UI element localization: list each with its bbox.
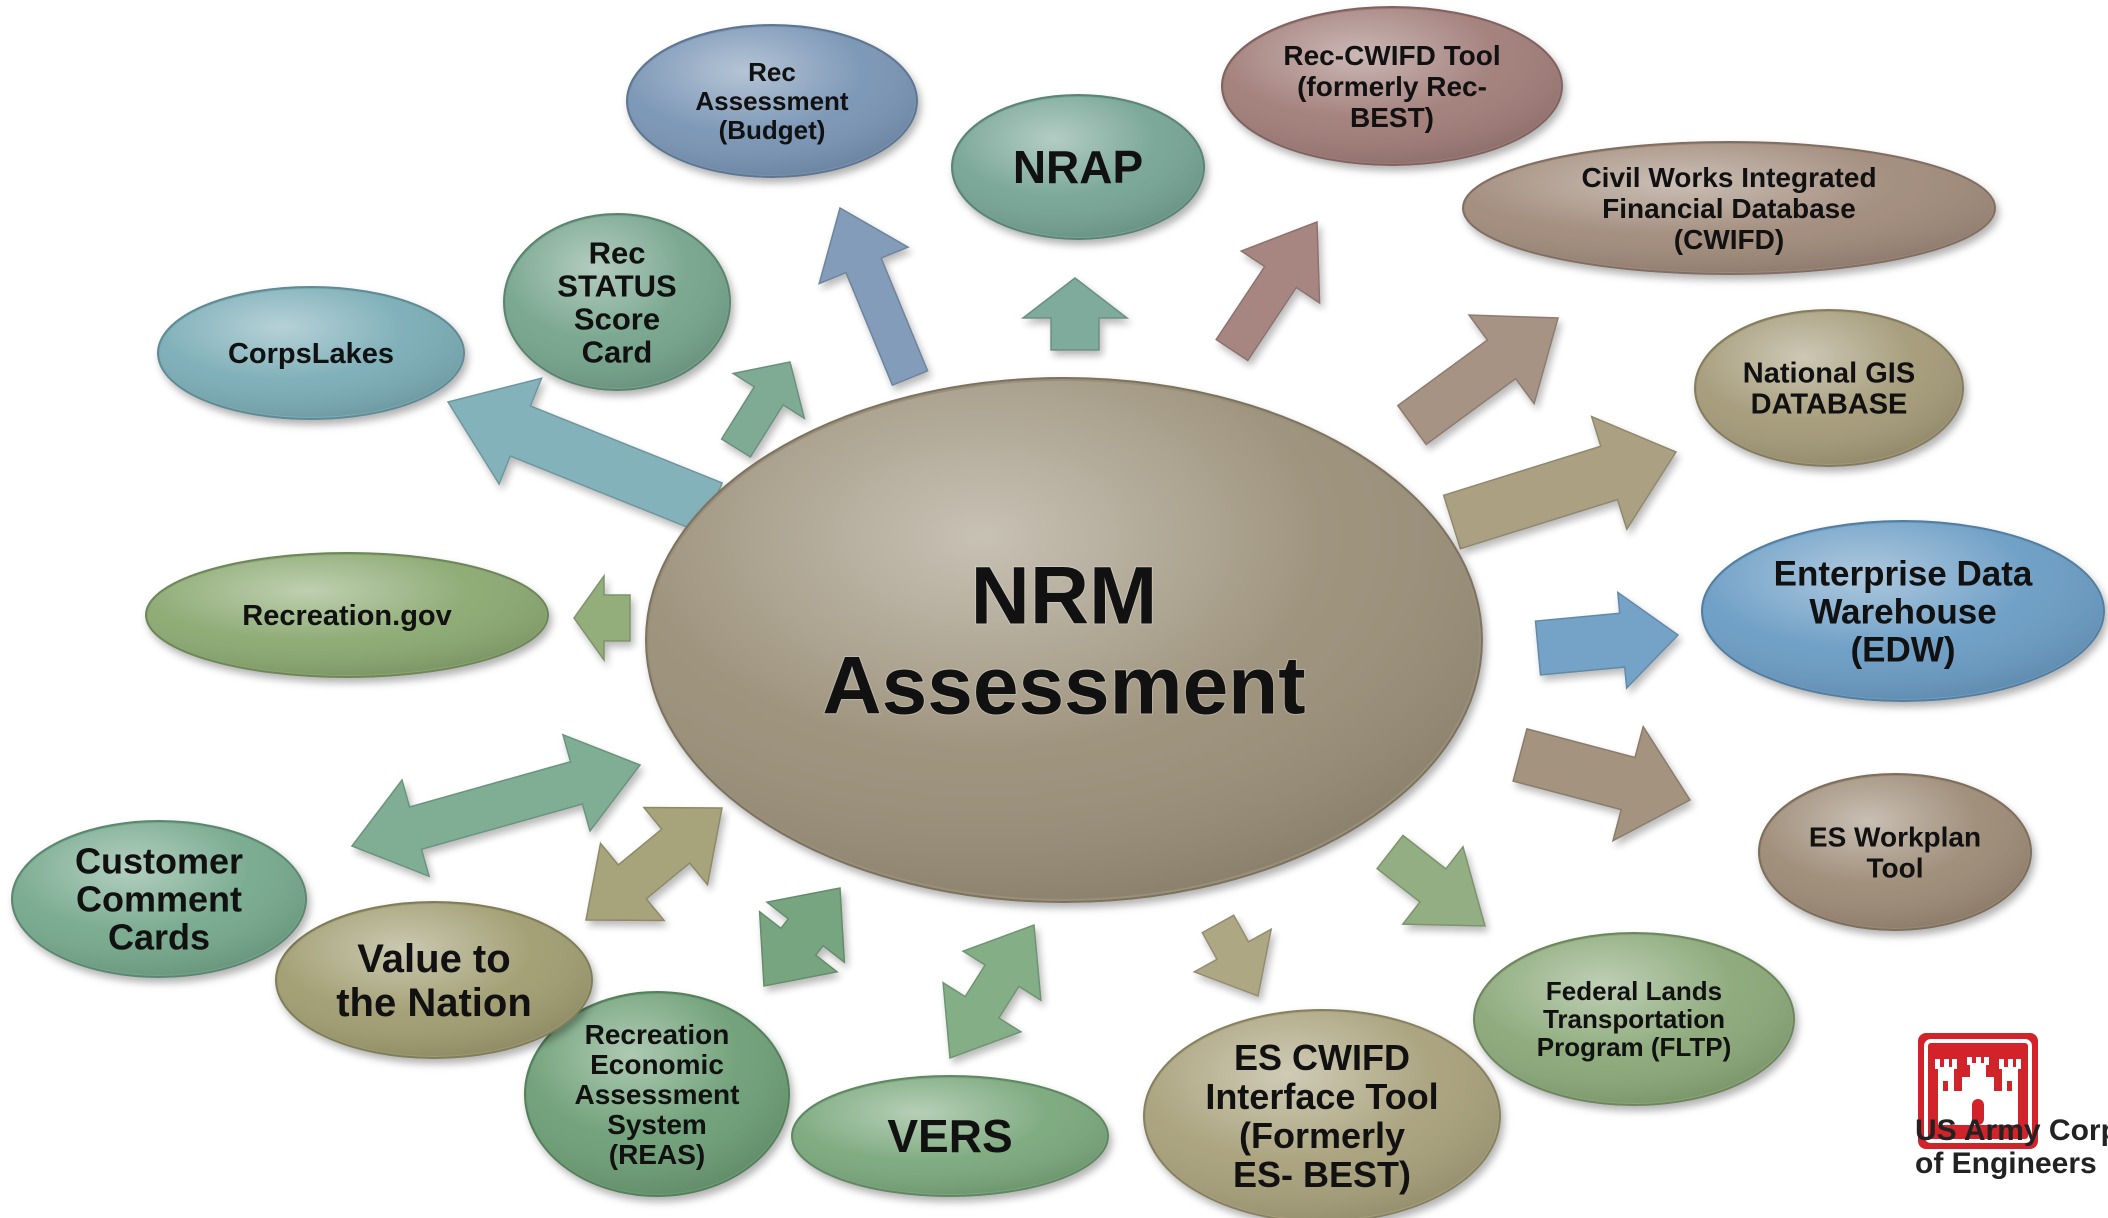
node-label-es-cwifd-interface-tool-line-2: Interface Tool: [1205, 1076, 1438, 1117]
node-label-customer-comment-cards-line-3: Cards: [108, 917, 210, 958]
node-label-reas-line-3: Assessment: [575, 1079, 740, 1110]
node-label-value-to-the-nation-line-2: the Nation: [336, 981, 532, 1025]
arrow-rec-assessment-budget: [818, 206, 929, 387]
node-label-national-gis-database-line-1: National GIS: [1743, 358, 1915, 390]
node-label-vers-line-1: VERS: [887, 1110, 1012, 1162]
arrow-rec-cwifd-tool: [1215, 220, 1321, 362]
node-label-es-workplan-tool-line-2: Tool: [1866, 852, 1923, 883]
node-label-edw-line-2: Warehouse: [1809, 592, 1996, 631]
center-node-gloss: [649, 381, 1479, 899]
node-label-es-workplan-tool-line-1: ES Workplan: [1809, 821, 1981, 852]
node-label-edw-line-3: (EDW): [1851, 630, 1956, 669]
node-label-rec-status-score-card-line-2: STATUS: [557, 268, 676, 303]
node-label-value-to-the-nation-line-1: Value to: [357, 937, 510, 981]
node-label-rec-status-score-card-line-4: Card: [582, 334, 653, 369]
node-label-cwifd-line-3: (CWIFD): [1674, 224, 1784, 255]
arrow-value-to-the-nation: [585, 806, 723, 922]
node-label-es-cwifd-interface-tool-line-1: ES CWIFD: [1234, 1037, 1410, 1078]
usace-name-line-1: US Army Corps: [1915, 1114, 2108, 1147]
arrow-es-cwifd-interface-tool: [1192, 914, 1273, 998]
node-label-rec-status-score-card-line-3: Score: [574, 301, 660, 336]
node-label-fltp-line-2: Transportation: [1543, 1004, 1725, 1034]
node-label-reas-line-2: Economic: [590, 1049, 724, 1080]
node-vers: VERS: [791, 1075, 1109, 1197]
node-label-reas-line-1: Recreation: [585, 1019, 730, 1050]
arrow-cwifd: [1396, 314, 1559, 446]
center-label-line-1: NRM: [971, 551, 1158, 642]
arrow-es-workplan-tool: [1512, 724, 1692, 843]
node-label-cwifd-line-1: Civil Works Integrated: [1581, 162, 1876, 193]
node-label-rec-assessment-budget-line-1: Rec: [748, 57, 796, 87]
node-label-edw-line-1: Enterprise Data: [1774, 554, 2033, 593]
node-label-rec-cwifd-tool-line-2: (formerly Rec-: [1297, 71, 1487, 102]
node-recreation-gov: Recreation.gov: [145, 552, 549, 678]
arrow-fltp: [1376, 834, 1486, 927]
node-label-nrap-line-1: NRAP: [1013, 141, 1143, 193]
node-label-fltp-line-3: Program (FLTP): [1537, 1032, 1732, 1062]
arrow-corpslakes: [446, 377, 724, 535]
arrow-rec-status-score-card: [720, 361, 806, 459]
center-label-line-2: Assessment: [822, 641, 1305, 732]
usace-logo: US Army Corps of Engineers: [1890, 1028, 2108, 1218]
node-label-rec-status-score-card-line-1: Rec: [589, 235, 646, 270]
node-label-rec-cwifd-tool-line-1: Rec-CWIFD Tool: [1283, 40, 1500, 71]
arrow-reas: [758, 887, 846, 987]
node-label-national-gis-database-line-2: DATABASE: [1751, 389, 1908, 421]
node-nrap: NRAP: [951, 94, 1205, 240]
node-label-es-cwifd-interface-tool-line-3: (Formerly: [1239, 1115, 1405, 1156]
node-label-rec-assessment-budget-line-3: (Budget): [719, 115, 826, 145]
connector-arrows: [350, 206, 1692, 1060]
node-label-rec-cwifd-tool-line-3: BEST): [1350, 102, 1434, 133]
node-label-recreation-gov-line-1: Recreation.gov: [242, 600, 452, 632]
node-label-es-cwifd-interface-tool-line-4: ES- BEST): [1233, 1154, 1411, 1195]
usace-name-line-2: of Engineers: [1915, 1147, 2097, 1180]
node-label-reas-line-4: System: [607, 1109, 707, 1140]
arrow-customer-comment-cards: [350, 733, 642, 878]
node-label-reas-line-5: (REAS): [609, 1139, 705, 1170]
castle-icon: [1918, 1033, 2038, 1149]
node-label-corpslakes-line-1: CorpsLakes: [228, 338, 394, 370]
arrow-vers: [942, 923, 1042, 1060]
arrow-recreation-gov: [573, 573, 631, 663]
node-label-cwifd-line-2: Financial Database: [1602, 193, 1856, 224]
node-rec-cwifd-tool: Rec-CWIFD Tool(formerly Rec-BEST): [1221, 6, 1563, 166]
arrow-edw: [1534, 590, 1680, 690]
node-corpslakes: CorpsLakes: [157, 286, 465, 420]
arrow-nrap: [1020, 277, 1130, 351]
node-label-fltp-line-1: Federal Lands: [1546, 976, 1722, 1006]
arrow-national-gis-database: [1442, 415, 1678, 550]
usace-name: US Army Corps of Engineers: [1915, 1114, 2108, 1180]
node-label-rec-assessment-budget-line-2: Assessment: [695, 86, 849, 116]
node-label-customer-comment-cards-line-1: Customer: [75, 841, 243, 882]
node-label-customer-comment-cards-line-2: Comment: [76, 879, 242, 920]
